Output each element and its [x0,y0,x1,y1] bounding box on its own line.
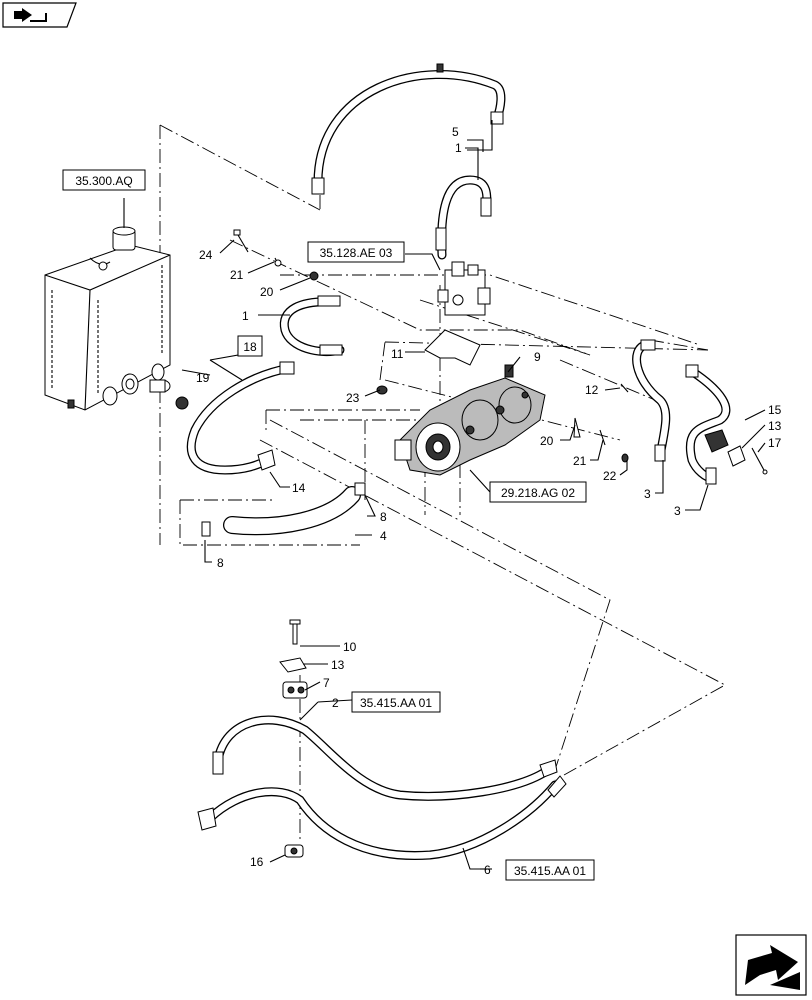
pump-assembly [394,364,546,476]
hose-14 [186,361,295,475]
callout-16: 16 [250,855,264,869]
callout-8-right: 8 [380,510,387,524]
callout-21-upper: 21 [230,268,244,282]
callout-6: 6 [484,863,491,877]
callout-15: 15 [768,403,782,417]
fittings-15-13-17 [704,429,768,475]
callout-5: 5 [452,125,459,139]
callout-13-lower: 13 [331,658,345,672]
hoses-3 [632,339,731,485]
callout-2: 2 [332,696,339,710]
reference-29-218-ag-02[interactable]: 29.218.AG 02 [489,481,587,503]
svg-text:35.415.AA 01: 35.415.AA 01 [514,864,586,878]
svg-text:35.128.AE 03: 35.128.AE 03 [320,246,393,260]
callout-9: 9 [534,350,541,364]
control-valve [437,261,491,316]
hose-1-upper [435,175,492,260]
reference-18[interactable]: 18 [237,335,263,357]
reference-35-415-aa-01-hose-6[interactable]: 35.415.AA 01 [505,859,595,881]
callout-10: 10 [343,640,357,654]
reference-35-128-ae-03[interactable]: 35.128.AE 03 [307,241,405,263]
callout-22: 22 [603,469,617,483]
callout-20-lower: 20 [540,434,554,448]
leader-lines [123,120,766,870]
svg-text:35.300.AQ: 35.300.AQ [75,174,132,188]
callout-3-right: 3 [674,504,681,518]
fitting-19 [149,379,189,410]
suction-hose-4 [201,482,366,537]
bracket-11 [424,329,481,366]
callout-23: 23 [346,391,360,405]
callout-20-upper: 20 [260,285,274,299]
callout-14: 14 [292,481,306,495]
callout-11: 11 [391,347,404,361]
hose-1-lower [279,295,345,357]
callout-1-upper: 1 [455,141,462,155]
callout-3-left: 3 [644,487,651,501]
next-page-arrow-icon[interactable] [735,934,807,996]
callout-19: 19 [196,371,210,385]
callout-4: 4 [380,529,387,543]
hydraulic-tank [44,226,171,411]
callout-8-left: 8 [217,556,224,570]
callout-7: 7 [323,676,330,690]
callout-13-upper: 13 [768,419,782,433]
svg-text:18: 18 [243,340,257,354]
svg-text:29.218.AG 02: 29.218.AG 02 [501,486,575,500]
hose-5 [311,63,506,195]
reference-35-415-aa-01-hose-2[interactable]: 35.415.AA 01 [351,691,441,713]
callout-1-lower: 1 [242,309,249,323]
hose-6 [197,775,567,861]
callout-17: 17 [768,436,782,450]
reference-35-300-aq[interactable]: 35.300.AQ [62,169,146,191]
callout-24: 24 [199,248,213,262]
clamp-stack [279,619,308,858]
return-arrow-icon[interactable] [2,2,77,28]
svg-text:35.415.AA 01: 35.415.AA 01 [360,696,432,710]
callout-labels: 5 1 24 21 20 1 11 9 12 19 23 20 21 22 15… [196,125,782,877]
hose-2 [212,715,558,801]
callout-12: 12 [585,383,599,397]
callout-21-lower: 21 [573,454,587,468]
